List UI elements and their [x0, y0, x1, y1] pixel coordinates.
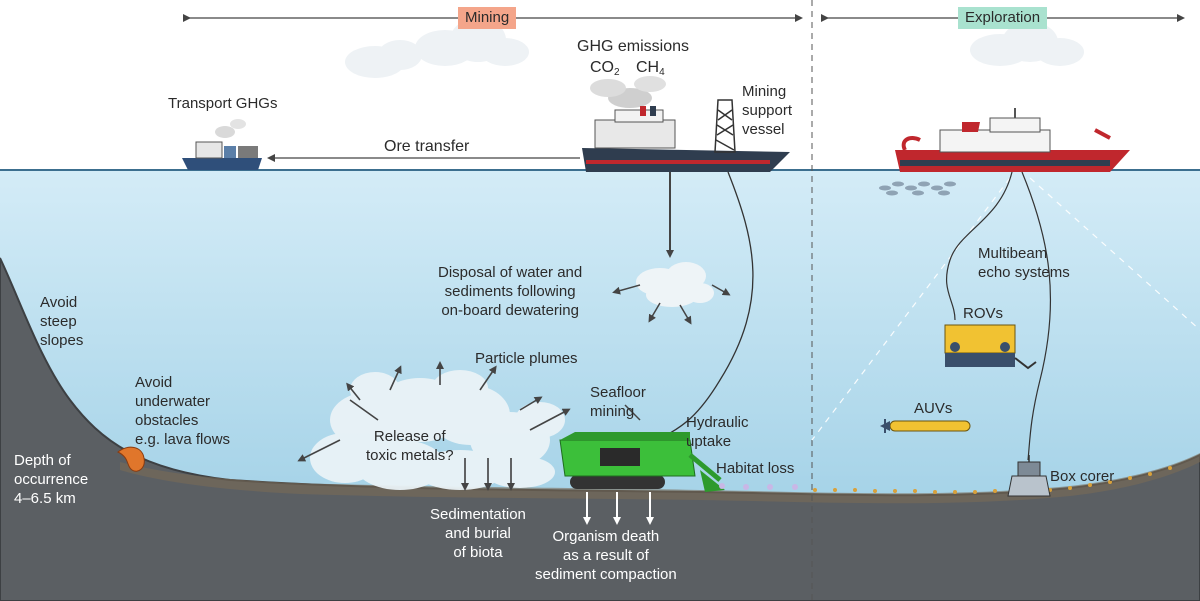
cloud-icon: [970, 22, 1084, 66]
rov-icon: [944, 324, 1037, 370]
label-habitat-loss: Habitat loss: [716, 460, 795, 477]
label-particle-plumes: Particle plumes: [475, 350, 578, 367]
cloud-icon: [636, 262, 714, 307]
crane-icon: [714, 99, 736, 153]
label-auvs: AUVs: [914, 400, 953, 417]
arrow-icon: [389, 365, 402, 391]
label-multibeam: Multibeam echo systems: [978, 245, 1070, 281]
arrow-icon: [679, 304, 692, 325]
cloud-icon: [345, 18, 529, 78]
riser-pipe: [659, 171, 754, 441]
arrow-icon: [711, 284, 731, 296]
label-ore-transfer: Ore transfer: [384, 138, 470, 155]
organism-icon: [719, 483, 798, 490]
label-rovs: ROVs: [963, 305, 1004, 322]
label-avoid-underwater-obstacles: Avoid underwater obstacles e.g. lava flo…: [135, 374, 231, 448]
label-co2: CO2: [590, 59, 620, 78]
transport-ship-icon: [182, 119, 262, 170]
arrow-icon: [346, 382, 361, 401]
arrow-icon: [297, 439, 341, 462]
survey-cone: [811, 177, 1200, 441]
arrow-icon: [624, 404, 641, 421]
label-box-corer: Box corer: [1050, 468, 1115, 485]
nodule-row: [813, 466, 1172, 494]
arrow-icon: [529, 408, 571, 431]
label-organism-death: Organism death as a result of sediment c…: [535, 528, 677, 583]
label-ghg-emissions: GHG emissions: [577, 38, 690, 55]
label-depth: Depth of occurrence 4–6.5 km: [14, 452, 89, 507]
label-seafloor-mining: Seafloor mining: [590, 384, 646, 420]
arrow-icon: [479, 365, 497, 391]
auv-icon: [880, 419, 971, 433]
exploration-vessel-icon: [895, 108, 1130, 172]
label-release-toxic-metals: Release of toxic metals?: [366, 428, 454, 464]
label-ch4: CH4: [636, 59, 665, 78]
arrow-icon: [349, 399, 379, 421]
seafloor-miner-icon: [559, 404, 725, 492]
label-sedimentation: Sedimentation and burial of biota: [430, 506, 526, 561]
arrow-icon: [519, 396, 543, 411]
seafloor-sediment-layer: [120, 453, 1200, 504]
mining-vessel-icon: [582, 76, 790, 172]
arrow-icon: [648, 302, 661, 323]
label-mining-support-vessel: Mining support vessel: [742, 83, 793, 138]
box-corer-icon: [1007, 455, 1051, 497]
lava-icon: [117, 446, 145, 472]
label-avoid-steep-slopes: Avoid steep slopes: [40, 294, 84, 349]
fish-school-icon: [879, 181, 956, 196]
mining-tag: Mining: [458, 7, 517, 29]
label-hydraulic-uptake: Hydraulic uptake: [686, 414, 749, 450]
label-disposal: Disposal of water and sediments followin…: [438, 264, 583, 319]
rov-tether: [945, 171, 1013, 321]
label-transport-ghgs: Transport GHGs: [168, 95, 278, 112]
exploration-tag: Exploration: [958, 7, 1048, 29]
arrow-icon: [612, 284, 641, 295]
corer-cable: [1021, 171, 1052, 461]
